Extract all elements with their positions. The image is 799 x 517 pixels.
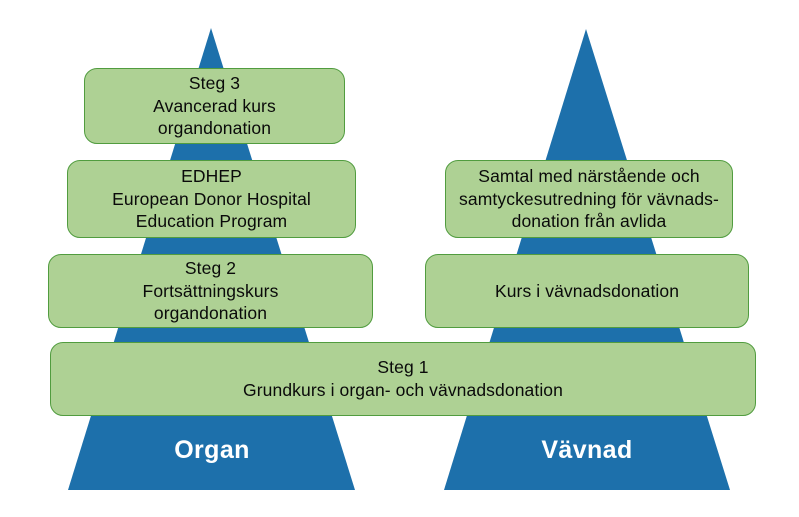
step-box-organ-steg-2[interactable]: Steg 2 Fortsättningskurs organdonation — [48, 254, 373, 328]
step-box-vavnad-kurs[interactable]: Kurs i vävnadsdonation — [425, 254, 749, 328]
step-box-shared-steg-1[interactable]: Steg 1 Grundkurs i organ- och vävnadsdon… — [50, 342, 756, 416]
pyramid-label-vavnad: Vävnad — [541, 436, 633, 464]
pyramid-label-organ: Organ — [174, 436, 250, 464]
step-box-organ-steg-3[interactable]: Steg 3 Avancerad kurs organdonation — [84, 68, 345, 144]
step-box-vavnad-samtal-narstaende[interactable]: Samtal med närstående och samtyckesutred… — [445, 160, 733, 238]
step-box-organ-edhep[interactable]: EDHEP European Donor Hospital Education … — [67, 160, 356, 238]
